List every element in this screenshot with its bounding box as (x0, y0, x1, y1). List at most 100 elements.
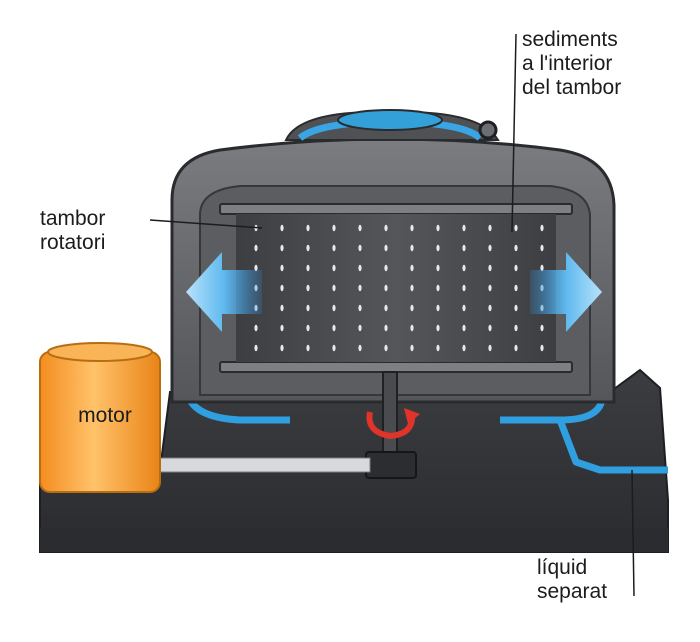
perforation-dot (384, 284, 388, 292)
perforation-dot (358, 344, 362, 352)
flow-arrow-left-icon (186, 252, 262, 332)
perforation-dot (358, 224, 362, 232)
housing-floor (40, 528, 668, 552)
perforation-dot (358, 304, 362, 312)
perforation-dot (436, 244, 440, 252)
perforation-dot (332, 304, 336, 312)
perforation-dot (332, 284, 336, 292)
callout-line-tambor (149, 219, 263, 229)
perforation-dot (540, 224, 544, 232)
label-tambor: tambor rotatori (40, 207, 105, 255)
perforation-dot (358, 244, 362, 252)
perforation-dot (540, 264, 544, 272)
perforation-dot (280, 244, 284, 252)
perforation-dot (280, 344, 284, 352)
perforation-dot (436, 344, 440, 352)
perforation-dot (514, 304, 518, 312)
callout-line-sediments (511, 33, 517, 233)
perforation-dot (280, 224, 284, 232)
perforation-dot (332, 264, 336, 272)
perforation-dot (384, 324, 388, 332)
perforation-dot (436, 324, 440, 332)
perforation-dot (540, 344, 544, 352)
drive-shaft (382, 371, 398, 463)
perforation-dot (410, 264, 414, 272)
perforation-dot (332, 244, 336, 252)
perforation-dot (514, 284, 518, 292)
perforation-dot (540, 244, 544, 252)
perforation-dot (384, 344, 388, 352)
perforation-dot (306, 304, 310, 312)
perforation-dot (384, 224, 388, 232)
rotation-arrow-icon (366, 411, 416, 440)
perforation-dot (462, 264, 466, 272)
perforation-dot (436, 284, 440, 292)
perforation-dot (254, 264, 258, 272)
perforation-dot (332, 324, 336, 332)
rotation-arrow-head (404, 408, 420, 424)
perforation-dot (488, 304, 492, 312)
perforation-dot (384, 244, 388, 252)
perforation-dot (462, 324, 466, 332)
perforation-dot (384, 264, 388, 272)
perforation-dot (514, 344, 518, 352)
perforation-dot (306, 244, 310, 252)
label-motor: motor (78, 404, 132, 427)
perforation-dot (332, 344, 336, 352)
drum-body (236, 214, 556, 362)
perforation-dot (280, 284, 284, 292)
perforation-dot (436, 304, 440, 312)
perforation-dot (514, 264, 518, 272)
label-liquid-line1: líquid (537, 556, 588, 579)
perforation-dot (436, 224, 440, 232)
perforation-dot (488, 244, 492, 252)
perforation-dot (462, 304, 466, 312)
perforation-dot (306, 264, 310, 272)
perforation-dot (462, 284, 466, 292)
perforation-dot (514, 224, 518, 232)
perforation-dot (280, 264, 284, 272)
callout-line-liquid (631, 469, 635, 597)
perforation-dot (488, 284, 492, 292)
perforation-dot (514, 244, 518, 252)
perforation-dot (254, 244, 258, 252)
label-tambor-line1: tambor (40, 207, 106, 230)
label-sediments-line2: a l'interior (522, 52, 613, 75)
shaft-coupling (365, 451, 417, 479)
perforation-dot (280, 324, 284, 332)
motor-cap (47, 342, 153, 362)
perforation-dot (254, 324, 258, 332)
perforation-dot (254, 344, 258, 352)
label-sediments: sediments a l'interior del tambor (522, 28, 621, 100)
perforation-dot (332, 224, 336, 232)
perforation-dot (306, 284, 310, 292)
perforation-dot (488, 264, 492, 272)
perforation-dot (306, 344, 310, 352)
perforation-dot (358, 324, 362, 332)
perforation-dot (488, 344, 492, 352)
perforation-dot (306, 324, 310, 332)
perforation-dot (462, 224, 466, 232)
lid-cap (337, 109, 443, 131)
perforation-dot (540, 324, 544, 332)
perforation-dot (410, 304, 414, 312)
perforation-dot (462, 344, 466, 352)
perforation-dot (358, 264, 362, 272)
perforation-dot (384, 304, 388, 312)
label-sediments-line1: sediments (522, 28, 618, 51)
perforation-dot (410, 224, 414, 232)
perforation-dot (488, 224, 492, 232)
perforation-dot (462, 244, 466, 252)
perforation-dot (436, 264, 440, 272)
label-tambor-line2: rotatori (40, 231, 106, 254)
perforation-dot (514, 324, 518, 332)
perforation-dot (410, 284, 414, 292)
perforation-dot (410, 324, 414, 332)
label-liquid: líquid separat (537, 556, 607, 604)
perforation-dot (410, 344, 414, 352)
perforation-dot (306, 224, 310, 232)
liquid-channel (556, 418, 668, 474)
label-sediments-line3: del tambor (522, 76, 622, 99)
perforation-dot (358, 284, 362, 292)
